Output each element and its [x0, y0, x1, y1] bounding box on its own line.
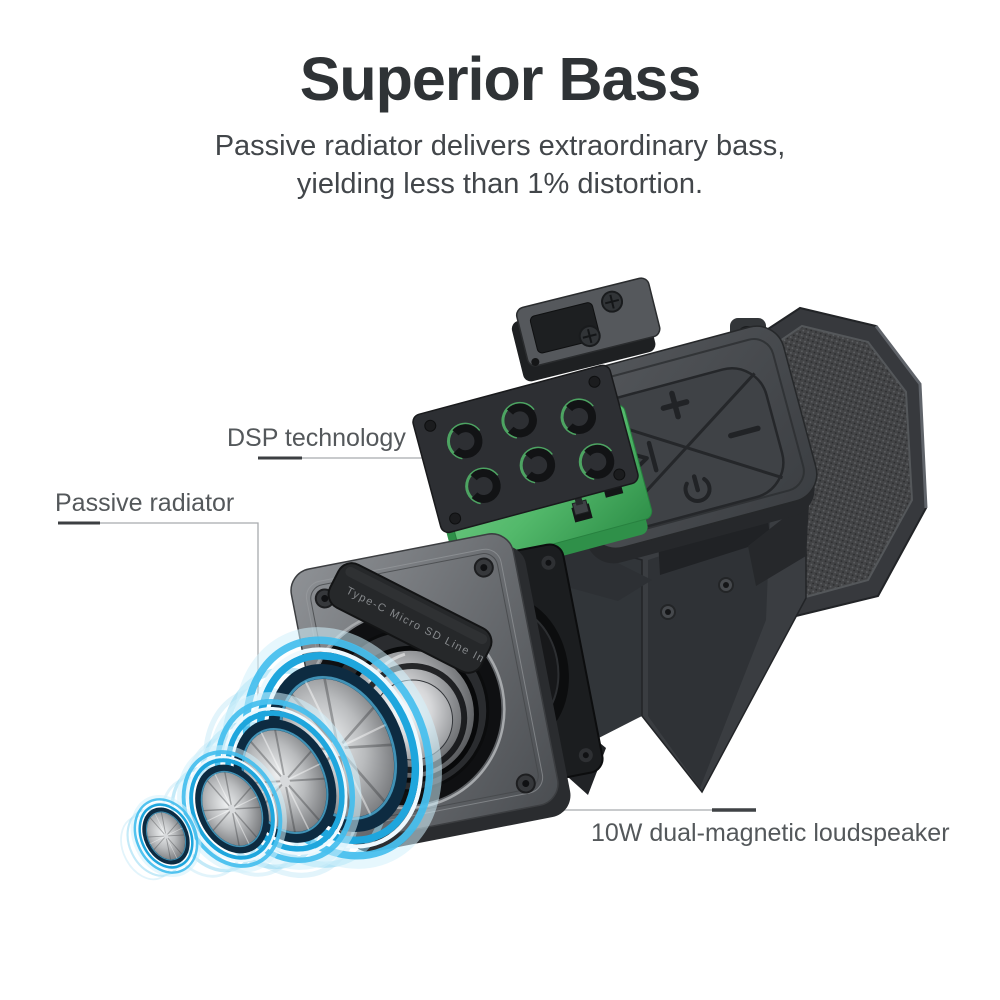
subtitle-line-1: Passive radiator delivers extraordinary … [214, 130, 786, 162]
panel-screw [473, 557, 494, 578]
bracket-screw [601, 290, 624, 313]
page-subtitle: Passive radiator delivers extraordinary … [0, 127, 1000, 203]
panel-screw [515, 773, 536, 794]
mounting-bracket [511, 277, 661, 382]
callout-loudspeaker-label: 10W dual-magnetic loudspeaker [591, 819, 950, 847]
power-button [683, 474, 712, 504]
subtitle-line-2: yielding less than 1% distortion. [296, 168, 704, 200]
page-title: Superior Bass [299, 45, 702, 113]
tact-switch [571, 497, 593, 523]
volume-up-button [660, 390, 690, 420]
bracket-screw [578, 325, 601, 348]
body-screw-boss [718, 577, 734, 593]
dsp-circuit-board [412, 364, 653, 582]
body-screw-boss [660, 604, 676, 620]
led-ring [446, 398, 616, 505]
callout-passive-radiator-label: Passive radiator [55, 489, 235, 517]
volume-down-button [728, 425, 761, 439]
callout-dsp-label: DSP technology [227, 424, 406, 452]
